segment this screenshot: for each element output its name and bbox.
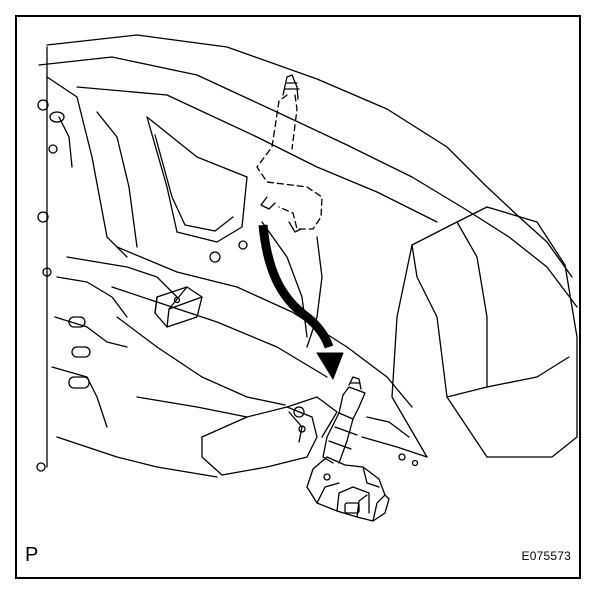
figure-code: E075573 <box>521 549 571 563</box>
left-pillar <box>46 46 218 478</box>
illustration-frame: P E075573 <box>15 15 581 579</box>
window-opening <box>146 116 248 243</box>
right-trim-panel <box>391 206 578 458</box>
left-fasteners <box>36 99 91 472</box>
technical-illustration <box>36 34 578 522</box>
lower-bracket <box>116 316 338 476</box>
removal-arrow <box>258 224 344 380</box>
inner-panel <box>111 221 413 461</box>
upper-body-panel <box>38 34 578 308</box>
floor-mount <box>154 286 203 328</box>
sensor-original-tip <box>260 74 302 233</box>
sensor-component <box>306 376 390 522</box>
view-label: P <box>25 544 39 566</box>
dashed-original-position-outline <box>256 94 323 230</box>
misc-detail-lines <box>361 416 428 467</box>
